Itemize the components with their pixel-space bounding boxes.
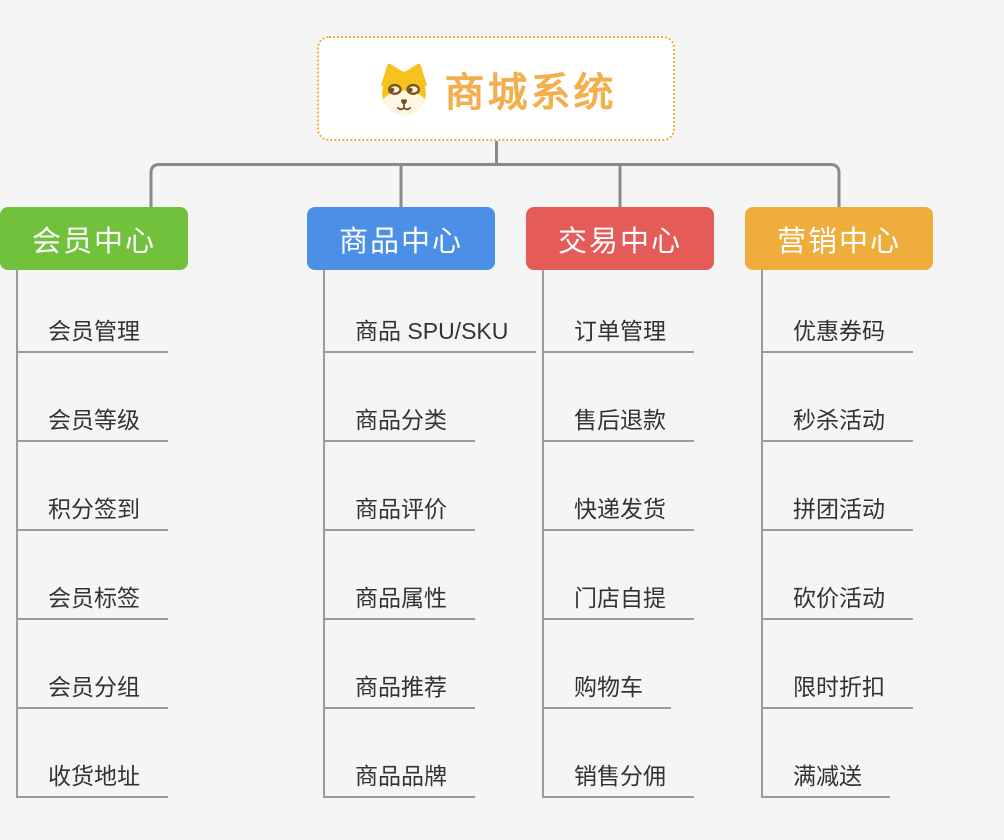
leaf-node[interactable]: 商品推荐 bbox=[323, 668, 475, 709]
leaf-node[interactable]: 限时折扣 bbox=[761, 668, 913, 709]
leaf-node[interactable]: 商品评价 bbox=[323, 490, 475, 531]
leaf-row: 会员标签 bbox=[16, 531, 168, 620]
branch-trunk-line bbox=[761, 270, 763, 798]
leaf-row: 商品分类 bbox=[323, 353, 536, 442]
branch-trunk-line bbox=[323, 270, 325, 798]
leaf-node[interactable]: 商品分类 bbox=[323, 401, 475, 442]
leaf-node[interactable]: 商品属性 bbox=[323, 579, 475, 620]
leaf-row: 优惠券码 bbox=[761, 264, 913, 353]
leaf-row: 积分签到 bbox=[16, 442, 168, 531]
leaf-node[interactable]: 订单管理 bbox=[542, 312, 694, 353]
leaf-node[interactable]: 拼团活动 bbox=[761, 490, 913, 531]
leaf-node[interactable]: 快递发货 bbox=[542, 490, 694, 531]
leaf-row: 满减送 bbox=[761, 709, 913, 798]
root-title: 商城系统 bbox=[444, 70, 617, 115]
branch-trunk-line bbox=[16, 270, 18, 798]
leaf-row: 商品评价 bbox=[323, 442, 536, 531]
branch-header-2[interactable]: 交易中心 bbox=[526, 207, 714, 270]
branch: 商品中心 商品 SPU/SKU 商品分类商品评价商品属性商品推荐商品品牌 bbox=[307, 207, 557, 817]
leaf-node[interactable]: 购物车 bbox=[542, 668, 671, 709]
leaf-row: 门店自提 bbox=[542, 531, 694, 620]
branch: 交易中心 订单管理售后退款快递发货门店自提购物车销售分佣 bbox=[526, 207, 776, 817]
branch-trunk-line bbox=[542, 270, 544, 798]
leaf-node[interactable]: 会员管理 bbox=[16, 312, 168, 353]
leaf-node[interactable]: 售后退款 bbox=[542, 401, 694, 442]
leaf-row: 商品属性 bbox=[323, 531, 536, 620]
leaf-row: 砍价活动 bbox=[761, 531, 913, 620]
leaf-node[interactable]: 满减送 bbox=[761, 757, 890, 798]
leaf-node[interactable]: 砍价活动 bbox=[761, 579, 913, 620]
leaf-node[interactable]: 秒杀活动 bbox=[761, 401, 913, 442]
shiba-dog-icon bbox=[380, 63, 427, 115]
leaf-node[interactable]: 商品 SPU/SKU bbox=[323, 312, 537, 353]
leaf-row: 秒杀活动 bbox=[761, 353, 913, 442]
branch-leaves: 优惠券码秒杀活动拼团活动砍价活动限时折扣满减送 bbox=[761, 264, 913, 798]
leaf-node[interactable]: 优惠券码 bbox=[761, 312, 913, 353]
leaf-row: 会员分组 bbox=[16, 620, 168, 709]
leaf-row: 会员管理 bbox=[16, 264, 168, 353]
leaf-node[interactable]: 会员等级 bbox=[16, 401, 168, 442]
leaf-row: 售后退款 bbox=[542, 353, 694, 442]
leaf-node[interactable]: 积分签到 bbox=[16, 490, 168, 531]
branch-header-4[interactable]: 会员中心 bbox=[0, 207, 188, 270]
branch-leaves: 会员管理会员等级积分签到会员标签会员分组收货地址 bbox=[16, 264, 168, 798]
leaf-row: 会员等级 bbox=[16, 353, 168, 442]
leaf-node[interactable]: 商品品牌 bbox=[323, 757, 475, 798]
branch-header-1[interactable]: 商品中心 bbox=[307, 207, 495, 270]
branch-leaves: 订单管理售后退款快递发货门店自提购物车销售分佣 bbox=[542, 264, 694, 798]
leaf-node[interactable]: 会员标签 bbox=[16, 579, 168, 620]
leaf-node[interactable]: 收货地址 bbox=[16, 757, 168, 798]
leaf-node[interactable]: 门店自提 bbox=[542, 579, 694, 620]
leaf-row: 购物车 bbox=[542, 620, 694, 709]
leaf-node[interactable]: 会员分组 bbox=[16, 668, 168, 709]
leaf-row: 商品推荐 bbox=[323, 620, 536, 709]
leaf-row: 商品品牌 bbox=[323, 709, 536, 798]
leaf-row: 订单管理 bbox=[542, 264, 694, 353]
leaf-row: 快递发货 bbox=[542, 442, 694, 531]
branch-header-3[interactable]: 营销中心 bbox=[745, 207, 933, 270]
leaf-row: 商品 SPU/SKU bbox=[323, 264, 537, 353]
leaf-row: 限时折扣 bbox=[761, 620, 913, 709]
leaf-row: 收货地址 bbox=[16, 709, 168, 798]
leaf-row: 销售分佣 bbox=[542, 709, 694, 798]
branch-leaves: 商品 SPU/SKU 商品分类商品评价商品属性商品推荐商品品牌 bbox=[323, 264, 537, 798]
branch: 会员中心 会员管理会员等级积分签到会员标签会员分组收货地址 bbox=[0, 207, 250, 817]
root-node[interactable]: 商城系统 bbox=[317, 36, 675, 141]
branch: 营销中心 优惠券码秒杀活动拼团活动砍价活动限时折扣满减送 bbox=[745, 207, 995, 817]
leaf-node[interactable]: 销售分佣 bbox=[542, 757, 694, 798]
leaf-row: 拼团活动 bbox=[761, 442, 913, 531]
